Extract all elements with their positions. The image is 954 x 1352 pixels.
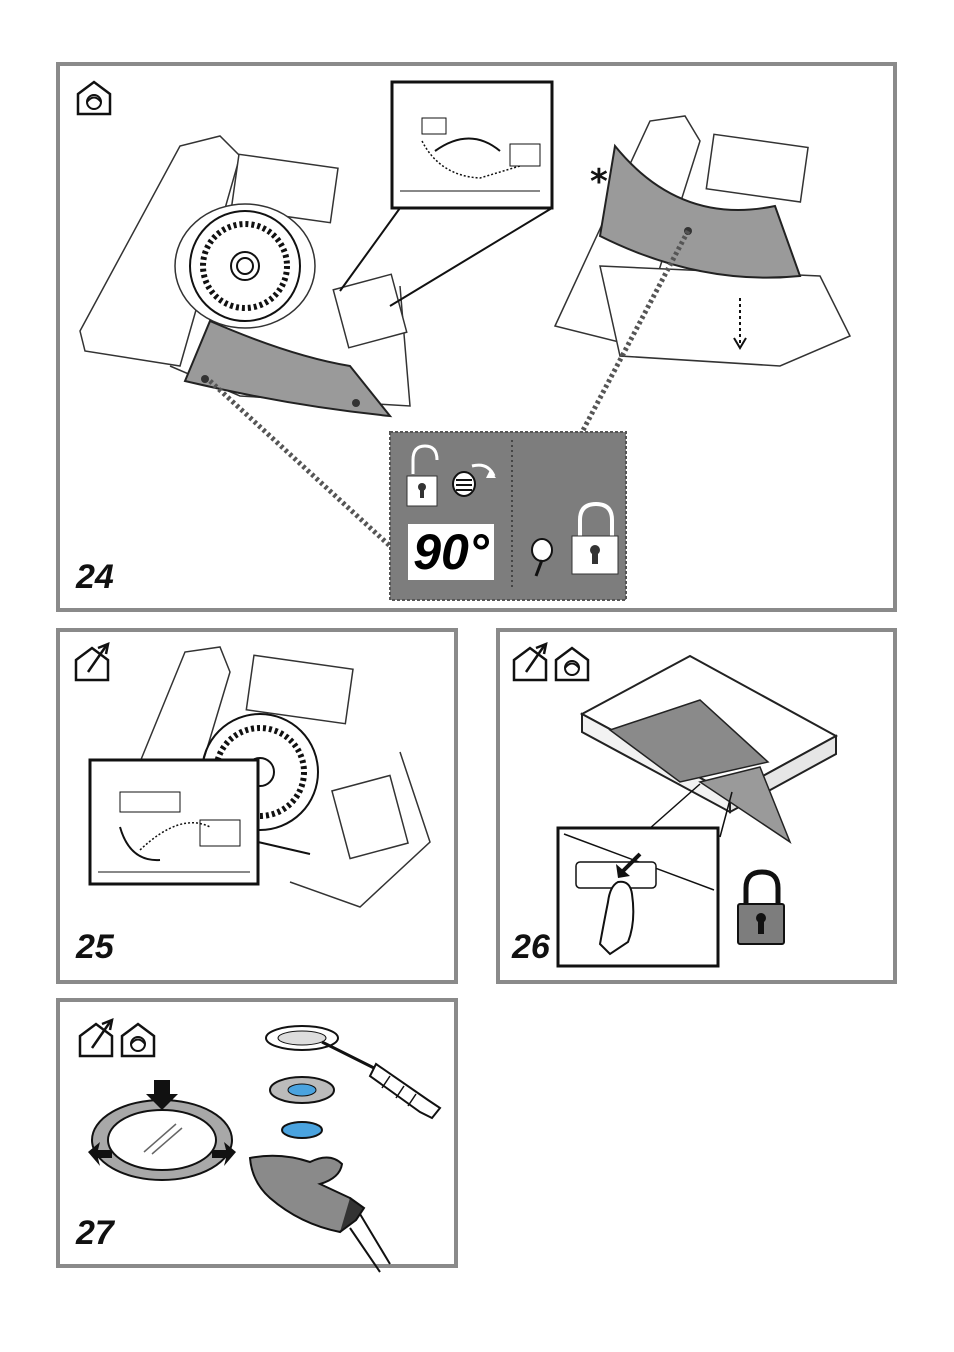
extraction-house-icon — [76, 644, 108, 680]
locked-padlock-icon — [738, 872, 784, 944]
inset-detail-damper — [90, 760, 310, 884]
figure-27-panel: 27 — [56, 998, 458, 1268]
figure-25-illustration — [60, 632, 462, 988]
extraction-house-icon — [514, 644, 546, 680]
figure-27-illustration — [60, 1002, 462, 1272]
figure-number: 27 — [76, 1214, 114, 1253]
figure-number: 25 — [76, 928, 114, 967]
lamp-cover-ring — [92, 1100, 232, 1180]
inset-detail-latch — [558, 828, 718, 966]
gloved-hand-icon — [250, 1156, 390, 1272]
recirculation-house-icon — [122, 1024, 154, 1056]
recirculation-house-icon — [556, 648, 588, 680]
figure-26-illustration — [500, 632, 901, 988]
figure-number: 24 — [76, 558, 114, 597]
figure-25-panel: 25 — [56, 628, 458, 984]
figure-26-panel: 26 — [496, 628, 897, 984]
screwdriver-icon — [322, 1042, 440, 1118]
inset-detail-damper — [340, 82, 552, 306]
figure-number: 26 — [512, 928, 550, 967]
recirculation-house-icon — [78, 82, 110, 114]
lamp-assembly — [266, 1026, 338, 1138]
extraction-house-icon — [80, 1020, 112, 1056]
asterisk-marker: * — [590, 162, 608, 202]
rotation-angle-label: 90° — [408, 524, 494, 580]
hood-underside — [582, 656, 836, 842]
figure-24-panel: 90° * 24 — [56, 62, 897, 612]
